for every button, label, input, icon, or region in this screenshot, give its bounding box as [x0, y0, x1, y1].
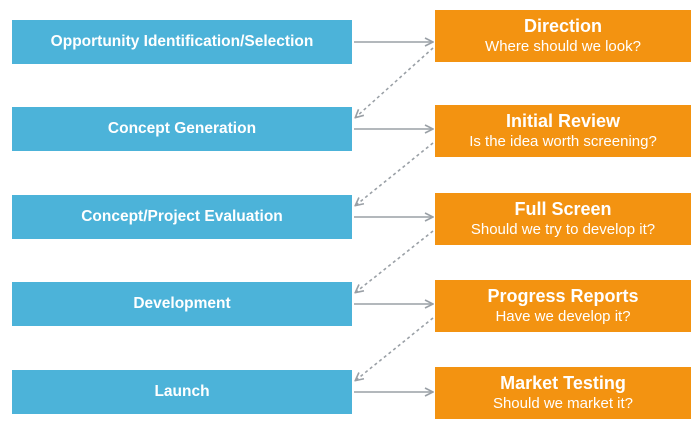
gate-title: Progress Reports [487, 286, 639, 306]
stage-label: Development [133, 295, 231, 312]
stage-box-concept-generation: Concept Generation [12, 107, 352, 151]
gate-box-initial-review: Initial Review Is the idea worth screeni… [435, 105, 691, 157]
gate-title: Initial Review [505, 111, 621, 131]
gate-to-next-stage-arrow [356, 47, 434, 117]
gate-box-market-testing: Market Testing Should we market it? [435, 367, 691, 419]
stage-label: Concept/Project Evaluation [81, 208, 283, 225]
gate-question: Should we market it? [492, 395, 634, 412]
stage-box-launch: Launch [12, 370, 352, 414]
gate-question: Have we develop it? [495, 308, 631, 325]
gate-title: Direction [523, 16, 602, 36]
stage-box-concept-evaluation: Concept/Project Evaluation [12, 195, 352, 239]
stage-label: Concept Generation [107, 120, 257, 137]
gate-to-next-stage-arrow [356, 317, 434, 380]
stage-label: Opportunity Identification/Selection [50, 33, 314, 50]
gate-title: Market Testing [500, 373, 626, 393]
gate-question: Where should we look? [485, 38, 641, 55]
gate-box-full-screen: Full Screen Should we try to develop it? [435, 193, 691, 245]
gate-box-direction: Direction Where should we look? [435, 10, 691, 62]
gate-question: Should we try to develop it? [470, 221, 656, 238]
gate-box-progress-reports: Progress Reports Have we develop it? [435, 280, 691, 332]
stage-box-opportunity-identification: Opportunity Identification/Selection [12, 20, 352, 64]
gate-to-next-stage-arrow [356, 230, 434, 292]
stage-box-development: Development [12, 282, 352, 326]
gate-title: Full Screen [514, 199, 612, 219]
gate-to-next-stage-arrow [356, 142, 434, 205]
gate-question: Is the idea worth screening? [469, 133, 657, 150]
stage-label: Launch [154, 383, 210, 400]
